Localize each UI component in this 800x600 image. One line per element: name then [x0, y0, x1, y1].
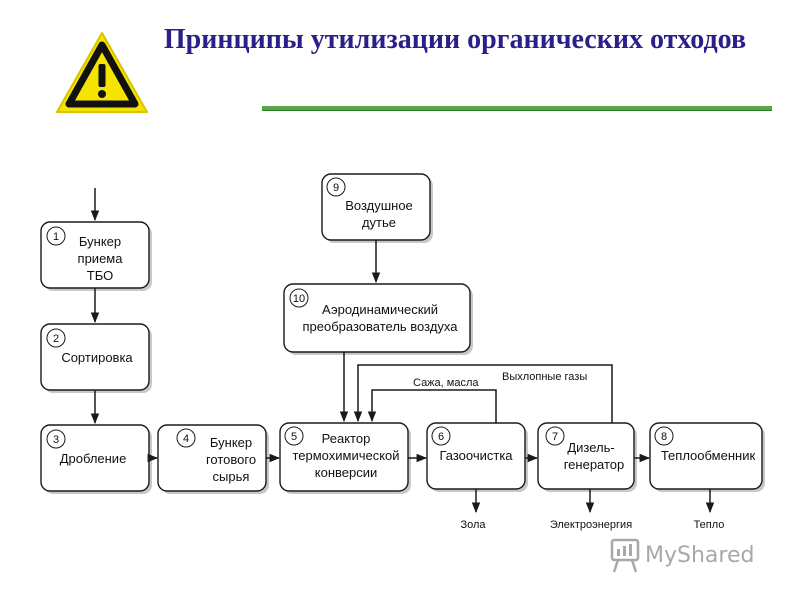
box-9-label-line-1: Воздушное: [345, 198, 413, 213]
label-soot-oils: Сажа, масла: [413, 377, 479, 389]
box-7-label-line-2: генератор: [564, 457, 625, 472]
box-7: 7 Дизель- генератор: [537, 422, 637, 492]
box-6-number: 6: [438, 431, 444, 443]
box-4: 4 Бункер готового сырья: [157, 424, 269, 494]
box-1: 1 Бункер приема ТБО: [40, 221, 152, 291]
box-9-number: 9: [333, 182, 339, 194]
watermark: MyShared: [610, 538, 754, 573]
box-1-label-line-2: приема: [78, 251, 124, 266]
box-2-number: 2: [53, 333, 59, 345]
box-8-label-line-1: Теплообменник: [661, 448, 756, 463]
box-5: 5 Реактор термохимической конверсии: [279, 422, 411, 494]
box-4-label-line-3: сырья: [213, 469, 250, 484]
page-title: Принципы утилизации органических отходов: [163, 24, 747, 55]
connector-lines: [90, 188, 715, 514]
box-5-label-line-3: конверсии: [315, 465, 378, 480]
box-7-label-line-1: Дизель-: [567, 440, 614, 455]
box-10-label-line-1: Аэродинамический: [322, 302, 438, 317]
box-10-label-line-2: преобразователь воздуха: [302, 319, 458, 334]
box-4-label-line-1: Бункер: [210, 435, 252, 450]
box-9-label-line-2: дутье: [362, 215, 396, 230]
warning-triangle-icon: [56, 32, 148, 113]
box-4-label-line-2: готового: [206, 452, 256, 467]
box-3: 3 Дробление: [40, 424, 152, 494]
presentation-board-icon: [610, 538, 640, 573]
box-2: 2 Сортировка: [40, 323, 152, 393]
box-5-number: 5: [291, 431, 297, 443]
label-ash: Зола: [460, 519, 486, 531]
box-8-number: 8: [661, 431, 667, 443]
box-7-number: 7: [552, 431, 558, 443]
watermark-text: MyShared: [645, 543, 754, 568]
box-6-label-line-1: Газоочистка: [439, 448, 513, 463]
box-2-label-line-1: Сортировка: [61, 350, 133, 365]
box-9: 9 Воздушное дутье: [321, 173, 433, 243]
title-underline: [262, 106, 772, 111]
box-5-label-line-2: термохимической: [292, 448, 399, 463]
box-5-label-line-1: Реактор: [322, 431, 371, 446]
box-10-number: 10: [293, 293, 305, 305]
label-heat: Тепло: [694, 519, 725, 531]
label-electricity: Электроэнергия: [550, 519, 632, 531]
box-6: 6 Газоочистка: [426, 422, 528, 492]
label-exhaust-gases: Выхлопные газы: [502, 371, 587, 383]
box-8: 8 Теплообменник: [649, 422, 765, 492]
box-3-label-line-1: Дробление: [60, 451, 127, 466]
box-1-label-line-1: Бункер: [79, 234, 121, 249]
box-3-number: 3: [53, 434, 59, 446]
box-10: 10 Аэродинамический преобразователь возд…: [283, 283, 473, 355]
box-1-number: 1: [53, 231, 59, 243]
box-1-label-line-3: ТБО: [87, 268, 113, 283]
box-4-number: 4: [183, 433, 189, 445]
